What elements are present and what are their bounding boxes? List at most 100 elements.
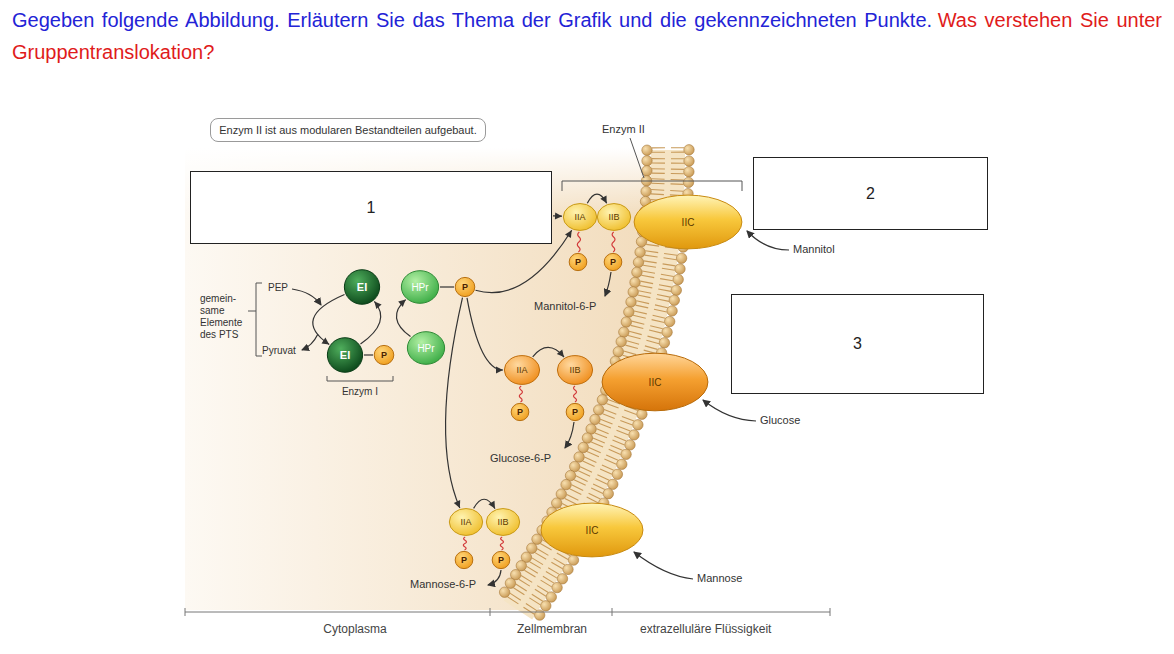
- substrate-label: Mannose: [697, 572, 742, 585]
- lipid-head: [552, 582, 562, 592]
- question-text: Gegeben folgende Abbildung. Erläutern Si…: [12, 4, 1162, 68]
- lipid-head: [632, 267, 642, 277]
- node-shape: [569, 253, 587, 270]
- lipid-head: [527, 543, 537, 553]
- node-text: EI: [357, 281, 367, 293]
- phosphate-circle: P: [455, 277, 475, 297]
- node-text: IIA: [460, 517, 471, 527]
- node-text: IIB: [608, 212, 619, 222]
- lipid-head: [635, 247, 645, 257]
- node-text: IIC: [586, 525, 599, 536]
- hpr-circle: HPr: [401, 270, 439, 304]
- lipid-head: [662, 327, 672, 337]
- lipid-head: [590, 414, 600, 424]
- node-shape: [407, 332, 444, 365]
- node-shape: [566, 403, 584, 420]
- connector: [364, 355, 373, 356]
- node-text: IIA: [516, 365, 527, 375]
- node-text: IIA: [574, 212, 585, 222]
- enzyme-iia-domain: IIA: [504, 355, 540, 385]
- cytoplasm-area: [185, 148, 668, 610]
- enzyme-iic-domain: IIC: [540, 502, 644, 558]
- lipid-head: [633, 257, 643, 267]
- node-text: Enzym II ist aus modularen Bestandteilen…: [219, 124, 476, 136]
- substrate-label: Glucose: [760, 414, 800, 427]
- connector: [519, 386, 522, 402]
- lipid-head: [683, 177, 693, 187]
- node-shape: [455, 277, 475, 296]
- node-text: P: [381, 350, 387, 360]
- arrow-head: [496, 367, 503, 374]
- node-shape: [602, 353, 708, 411]
- lipid-head: [617, 459, 627, 469]
- lipid-head: [624, 307, 634, 317]
- molecule-label: Pyruvat: [262, 345, 296, 357]
- node-text: IIB: [569, 365, 580, 375]
- pyruvate-arrow: [302, 334, 318, 350]
- lipid-head: [665, 316, 675, 326]
- connector: [500, 537, 503, 550]
- product-arrow: [565, 422, 574, 448]
- lipid-head: [629, 430, 639, 440]
- enzyme-iia-domain: IIA: [563, 203, 597, 231]
- node-text: 3: [853, 335, 862, 353]
- connector: [396, 300, 410, 337]
- axis-line: [185, 608, 830, 616]
- group-label: gemein- same Elemente des PTS: [200, 293, 246, 341]
- connector: [467, 298, 503, 374]
- callout-box: 1: [190, 171, 552, 244]
- connector: [313, 295, 345, 345]
- connector: [587, 194, 606, 203]
- node-text: P: [461, 555, 467, 565]
- connector-line: [364, 354, 373, 355]
- node-shape: [374, 345, 394, 364]
- product-label: Glucose-6-P: [490, 452, 551, 465]
- pep-arrow: [292, 289, 321, 305]
- lipid-head: [626, 297, 636, 307]
- connector-line: [577, 232, 580, 252]
- connector-line: [463, 537, 466, 550]
- region-label: extrazelluläre Flüssigkeit: [640, 622, 771, 636]
- common-elements-bracket: [256, 283, 262, 356]
- node-shape: [455, 551, 473, 568]
- connector: [533, 347, 564, 357]
- lipid-head: [499, 587, 509, 597]
- node-text: P: [575, 257, 581, 267]
- arrow-head: [565, 230, 572, 238]
- connector-line: [474, 499, 495, 508]
- lipid-head: [603, 489, 613, 499]
- lipid-head: [642, 145, 652, 155]
- connector-line: [533, 347, 564, 357]
- connector-line: [574, 386, 577, 402]
- node-shape: [449, 509, 482, 536]
- enzyme-one-circle: EI: [327, 337, 363, 373]
- lipid-head: [673, 274, 683, 284]
- phosphate-circle: P: [569, 253, 587, 271]
- node-shape: [401, 271, 438, 304]
- node-text: P: [462, 282, 468, 292]
- lipid-head: [671, 285, 681, 295]
- cytoplasm-fade: [185, 148, 668, 610]
- lipid-head: [612, 469, 622, 479]
- phosphate-circle: P: [566, 403, 584, 421]
- node-shape: [504, 356, 539, 385]
- node-shape: [604, 253, 622, 270]
- node-text: EI: [340, 349, 350, 361]
- lipid-head: [578, 442, 588, 452]
- enzyme-one-bracket: [327, 376, 393, 381]
- lipid-head: [628, 287, 638, 297]
- lipid-head: [541, 601, 551, 611]
- lipid-head: [684, 145, 694, 155]
- lipid-head: [659, 338, 669, 348]
- lipid-head: [574, 452, 584, 462]
- connector: [474, 499, 495, 508]
- lipid-head: [619, 327, 629, 337]
- arrow-head: [374, 301, 381, 309]
- lipid-head: [597, 395, 607, 405]
- region-label: Cytoplasma: [323, 622, 386, 636]
- enzyme-iib-domain: IIB: [557, 355, 593, 385]
- connector: [574, 386, 577, 402]
- connector-line: [519, 386, 522, 402]
- lipid-head: [532, 534, 542, 544]
- lipid-head: [625, 440, 635, 450]
